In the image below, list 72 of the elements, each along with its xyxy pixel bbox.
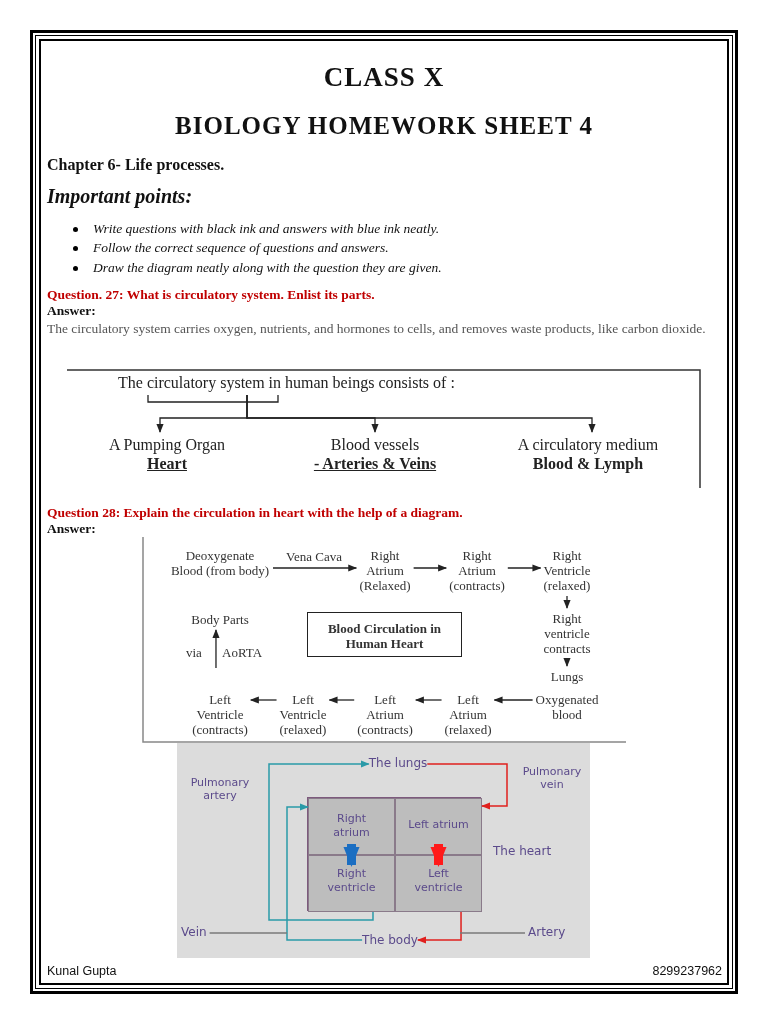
heart-chamber xyxy=(395,855,482,912)
node-sublabel: Blood & Lymph xyxy=(531,454,645,473)
label-text: via xyxy=(186,645,203,661)
vessel-arrow xyxy=(417,911,462,944)
flow-step: Oxygenated blood xyxy=(535,692,599,722)
node-label: The heart xyxy=(493,844,552,858)
heart-chamber xyxy=(308,855,395,912)
author-name: Kunal Gupta xyxy=(47,964,118,978)
node-label: The body xyxy=(362,933,418,947)
block-arrow xyxy=(343,844,360,867)
node-label: The lungs xyxy=(368,756,428,770)
chamber-label: Right ventricle xyxy=(327,867,376,895)
phone-number: 8299237962 xyxy=(651,964,722,978)
question-text: Question. 27: What is circulatory system. Enlist its parts. xyxy=(47,287,376,303)
chapter-heading: Chapter 6- Life processes. xyxy=(47,156,226,174)
answer-heading: Answer: xyxy=(47,303,97,319)
node-label: Vein xyxy=(181,925,207,939)
arrow xyxy=(493,696,534,704)
instruction-text: Draw the diagram neatly along with the question they are given. xyxy=(93,260,443,276)
flow-step: Left Ventricle (contracts) xyxy=(192,692,248,737)
vessel-arrow xyxy=(286,803,363,941)
vessel-label: Pulmonary vein xyxy=(521,765,583,791)
vessel-label: Pulmonary artery xyxy=(189,776,251,802)
node-label: The circulatory system in human beings consists of : xyxy=(118,373,455,392)
title-box xyxy=(307,612,462,657)
flow-step: Right Ventricle (relaxed) xyxy=(543,548,591,593)
chamber-label: Right atrium xyxy=(333,812,370,840)
question-text: Question 28: Explain the circulation in heart with the help of a diagram. xyxy=(47,505,464,521)
subtitle: BIOLOGY HOMEWORK SHEET 4 xyxy=(174,112,594,140)
node-sublabel: - Arteries & Veins xyxy=(313,454,437,473)
flow-step: Body Parts xyxy=(191,612,249,627)
section-heading: Important points: xyxy=(47,185,194,208)
node-label: Artery xyxy=(528,925,566,939)
node-sublabel: Heart xyxy=(146,454,188,473)
edge-label: Vena Cava xyxy=(286,549,342,564)
chamber-label: Left ventricle xyxy=(414,867,463,895)
flow-step: Right ventricle contracts xyxy=(543,611,591,656)
node-label: A circulatory medium xyxy=(517,435,659,454)
arrow xyxy=(212,629,220,669)
answer-heading: Answer: xyxy=(47,521,97,537)
arrow xyxy=(272,564,358,572)
flow-step: Left Atrium (contracts) xyxy=(357,692,413,737)
chamber-label: Left atrium xyxy=(407,818,470,832)
flow-step: Right Atrium (Relaxed) xyxy=(359,548,411,593)
box-title: Blood Circulation in Human Heart xyxy=(326,621,443,651)
vessel-arrow xyxy=(426,763,508,810)
arrow xyxy=(249,696,278,704)
heart-chamber xyxy=(308,798,395,855)
title: CLASS X xyxy=(322,62,446,93)
vessel-arrow xyxy=(268,760,374,921)
arrow xyxy=(414,696,443,704)
arrow xyxy=(413,564,448,572)
arrow xyxy=(246,394,596,433)
instruction-text: Follow the correct sequence of questions and answers. xyxy=(93,240,390,256)
arrow xyxy=(563,657,571,667)
edge-label: AoRTA xyxy=(222,645,263,660)
flow-step: Left Atrium (relaxed) xyxy=(444,692,492,737)
heart-chamber xyxy=(395,798,482,855)
flow-step: Deoxygenate Blood (from body) xyxy=(170,548,270,578)
block-arrow xyxy=(430,844,447,867)
instruction-text: Write questions with black ink and answers with blue ink neatly. xyxy=(93,221,441,237)
arrow xyxy=(328,696,355,704)
answer-text: The circulatory system carries oxygen, nutrients, and hormones to cells, and removes waste products, like carbon dioxide. xyxy=(47,320,707,337)
flow-step: Left Ventricle (relaxed) xyxy=(279,692,327,737)
leader-line xyxy=(208,932,288,934)
flow-step: Right Atrium (contracts) xyxy=(449,548,505,593)
arrow xyxy=(563,595,571,609)
node-label: A Pumping Organ xyxy=(108,435,226,454)
arrow xyxy=(507,564,542,572)
leader-line xyxy=(459,932,526,934)
flow-step: Lungs xyxy=(550,669,584,684)
node-label: Blood vessels xyxy=(329,435,421,454)
